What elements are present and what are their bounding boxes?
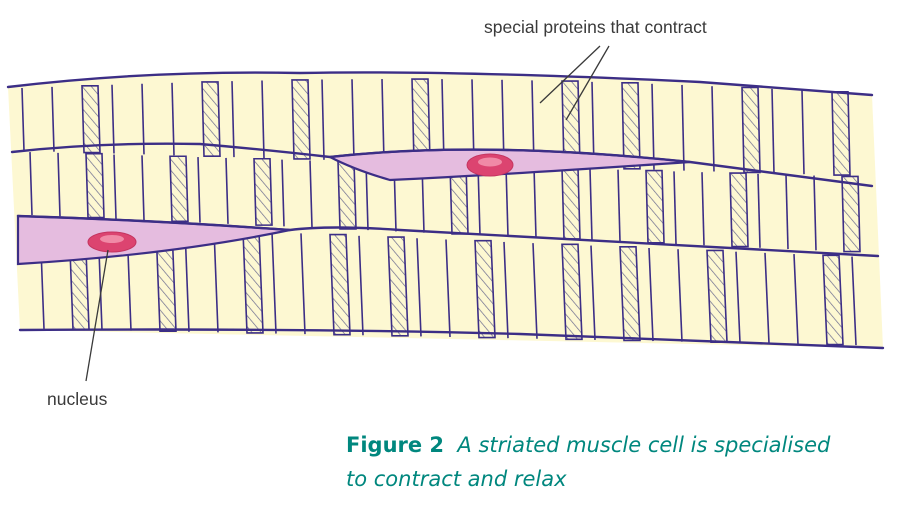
striation-line [309, 160, 313, 228]
fiber-boundary-middle [16, 214, 880, 258]
striation-line [801, 90, 805, 175]
striation-line [300, 233, 306, 335]
striation-line [764, 252, 770, 344]
caption-line-1: Figure 2 A striated muscle cell is speci… [346, 428, 906, 462]
striation-line [141, 155, 145, 221]
fiber-boundary-top [6, 71, 874, 97]
striation-line [358, 235, 364, 336]
striation-line [113, 154, 117, 219]
striation-line [141, 83, 145, 155]
striation-line [231, 81, 235, 158]
striation-line [503, 241, 509, 339]
protein-band [619, 245, 641, 342]
caption-text-line-2: to contract and relax [346, 467, 567, 491]
figure-number: Figure 2 [346, 433, 445, 457]
protein-band [741, 86, 761, 174]
striation-line [533, 167, 537, 238]
protein-band [201, 81, 221, 157]
striation-line [505, 166, 509, 237]
protein-band [337, 160, 357, 230]
protein-band [85, 152, 105, 219]
striation-line [813, 175, 817, 251]
protein-band [729, 172, 749, 248]
striation-line [793, 254, 799, 345]
protein-band [81, 85, 101, 154]
nucleus-left-highlight [100, 235, 124, 243]
striation-line [51, 86, 55, 152]
muscle-tissue [8, 72, 883, 349]
striation-line [213, 229, 219, 333]
striation-line [589, 168, 593, 241]
striation-line [29, 152, 33, 216]
striation-line [351, 79, 355, 161]
protein-band [387, 236, 409, 337]
striation-line [111, 84, 115, 154]
striation-line [261, 80, 265, 159]
striation-line [681, 84, 685, 171]
pointer-line-proteins-2 [565, 45, 610, 121]
striation-line [851, 256, 857, 346]
striation-line [57, 152, 61, 217]
striation-line [281, 159, 285, 227]
pointer-line-proteins-1 [539, 45, 601, 104]
pointer-line-nucleus [85, 249, 109, 382]
protein-band [841, 175, 861, 253]
striation-line [651, 83, 655, 170]
caption-line-2: to contract and relax [346, 462, 906, 496]
striation-line [321, 79, 325, 160]
protein-band [561, 243, 583, 341]
striation-line [532, 243, 538, 339]
striation-line [416, 238, 422, 337]
striation-line [445, 239, 451, 338]
contractile-protein-bands [68, 78, 861, 346]
striation-line [771, 88, 775, 174]
protein-band [474, 239, 496, 339]
protein-band [621, 81, 641, 170]
striation-line [785, 174, 789, 250]
label-nucleus: nucleus [47, 389, 108, 409]
protein-band [253, 157, 273, 226]
nucleus-right-highlight [478, 157, 502, 167]
fiber-boundary-upper [10, 142, 874, 188]
protein-band [831, 90, 851, 176]
striated-muscle-diagram [6, 45, 885, 382]
striation-line [271, 232, 277, 334]
caption-text-line-1: A striated muscle cell is specialised [457, 433, 831, 457]
label-special-proteins: special proteins that contract [484, 17, 707, 37]
striation-line [711, 86, 715, 172]
protein-band [291, 79, 311, 160]
striation-line [225, 157, 229, 224]
striation-line [477, 165, 481, 236]
protein-band [645, 169, 665, 244]
striation-line [677, 249, 683, 342]
protein-band [822, 254, 844, 346]
protein-band [706, 249, 728, 344]
striation-line [701, 172, 705, 246]
figure-caption: Figure 2 A striated muscle cell is speci… [346, 428, 906, 496]
protein-band [242, 230, 264, 334]
striation-line [648, 247, 654, 342]
striation-line [197, 157, 201, 223]
protein-band [169, 155, 189, 223]
striation-line [757, 173, 761, 248]
fiber-boundary-bottom [18, 328, 885, 350]
striation-line [735, 251, 741, 343]
striation-line [673, 171, 677, 245]
protein-band [329, 233, 351, 336]
striation-line [617, 169, 621, 242]
striation-line [590, 245, 596, 340]
striation-line [381, 79, 385, 162]
protein-band [561, 167, 581, 240]
striation-line [21, 87, 25, 151]
